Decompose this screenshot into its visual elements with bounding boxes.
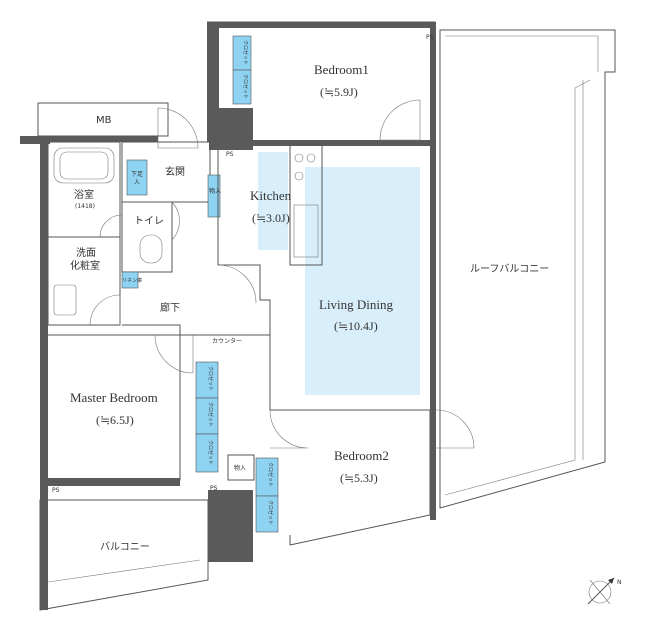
- bedroom2-name: Bedroom2: [334, 448, 389, 463]
- roof-balcony-label: ルーフバルコニー: [470, 263, 549, 275]
- partition-kitchen-left: [217, 150, 271, 410]
- master-bedroom-size: (≒6.5J): [96, 413, 134, 427]
- closet-bedroom1-2: [232, 69, 252, 105]
- door-master: [154, 334, 194, 374]
- partition-hall: [122, 324, 181, 335]
- kitchen-floor-highlight: [258, 152, 288, 250]
- compass-icon: N: [587, 577, 622, 605]
- wall-bottom-left: [40, 500, 48, 610]
- closet-master-2: [195, 397, 219, 435]
- column-bottom: [208, 490, 253, 562]
- door-washroom: [89, 294, 121, 326]
- ps-bottom-mid: PS: [210, 485, 218, 492]
- wall-living-right: [430, 140, 436, 520]
- closet-master-1: [195, 361, 219, 399]
- living-dining-name: Living Dining: [319, 297, 394, 312]
- counter-label: カウンター: [212, 337, 242, 345]
- hallway-label: 廊下: [160, 301, 180, 314]
- wall-left-top: [20, 136, 50, 144]
- roof-balcony-inner: [445, 35, 599, 72]
- closet-bedroom2-1-label: クロゼット: [267, 462, 274, 487]
- washroom: [47, 236, 121, 326]
- roof-balcony-railing: [444, 79, 591, 496]
- linen-closet: [121, 271, 139, 289]
- wall-left: [40, 136, 48, 536]
- door-bedroom1: [379, 99, 421, 141]
- stove-burner-3: [294, 171, 304, 181]
- wall-master-bottom: [40, 478, 180, 486]
- stove-burner-1: [294, 153, 304, 163]
- ps-mid: PS: [226, 151, 234, 158]
- bedroom2-size: (≒5.3J): [340, 471, 378, 485]
- washroom-label-1: 洗面: [76, 247, 96, 259]
- mb-label: MB: [96, 115, 112, 126]
- bedroom2-storage: [227, 454, 255, 481]
- bathtub: [53, 147, 115, 184]
- bath-label: 浴室: [74, 188, 94, 201]
- door-bath: [99, 214, 123, 238]
- washroom-label-2: 化粧室: [70, 259, 100, 272]
- shoe-closet-label-1: 下足: [131, 171, 143, 178]
- column-mid: [209, 108, 253, 150]
- balcony-outline: [39, 499, 209, 611]
- living-floor-highlight: [305, 167, 420, 395]
- wall-top-corridor: [48, 136, 158, 142]
- closet-bedroom2-2: [255, 495, 279, 533]
- kitchen-name: Kitchen: [250, 188, 292, 203]
- living-dining-size: (≒10.4J): [334, 319, 378, 333]
- compass-north-label: N: [617, 579, 622, 586]
- entrance-label: 玄関: [165, 165, 185, 178]
- washbasin: [53, 284, 77, 316]
- door-bedroom2: [269, 409, 309, 449]
- closet-master-1-label: クロゼット: [207, 366, 214, 391]
- closet-bedroom1-1-label: クロゼット: [242, 40, 249, 65]
- kitchen-size: (≒3.0J): [252, 211, 290, 225]
- stove-burner-2: [306, 153, 316, 163]
- toilet-room: [121, 201, 173, 273]
- kitchen-sink: [293, 204, 319, 258]
- door-entrance: [157, 107, 199, 149]
- shoe-closet: [126, 159, 148, 196]
- closet-bedroom1-2-label: クロゼット: [242, 74, 249, 99]
- wall-bedroom1-right: [430, 22, 436, 140]
- entry-storage: [207, 174, 221, 218]
- toilet-bowl: [139, 234, 163, 264]
- balcony-rail: [47, 559, 201, 583]
- roof-balcony-outline: [439, 29, 616, 509]
- bedroom2-outline: [270, 409, 431, 546]
- bedroom1-name: Bedroom1: [314, 62, 369, 77]
- closet-bedroom2-2-label: クロゼット: [267, 500, 274, 525]
- entry-storage-label: 物入: [209, 187, 221, 195]
- linen-label: リネン庫: [122, 277, 142, 284]
- balcony-label: バルコニー: [100, 541, 150, 553]
- toilet-label: トイレ: [134, 216, 164, 227]
- door-kitchen-hall: [217, 264, 257, 304]
- ps-bottom-left: PS: [52, 487, 60, 494]
- bathtub-inner: [59, 151, 109, 180]
- bedroom1-size: (≒5.9J): [320, 85, 358, 99]
- closet-master-3: [195, 433, 219, 473]
- door-balcony-living: [435, 409, 475, 449]
- master-bedroom-name: Master Bedroom: [70, 390, 158, 405]
- kitchen-counter: [289, 144, 323, 266]
- bedroom2-storage-label: 物入: [234, 464, 246, 472]
- door-toilet: [171, 201, 180, 241]
- closet-master-3-label: クロゼット: [207, 440, 214, 465]
- ps-top-right: PS: [426, 34, 434, 41]
- master-bedroom-outline: [48, 334, 181, 481]
- shoe-closet-label-2: 入: [134, 179, 140, 186]
- closet-master-2-label: クロゼット: [207, 402, 214, 427]
- wall-upper-horizontal: [253, 140, 435, 146]
- wall-bedroom1-top: [207, 22, 435, 28]
- closet-bedroom2-1: [255, 457, 279, 497]
- bath-size: (1418): [75, 203, 95, 210]
